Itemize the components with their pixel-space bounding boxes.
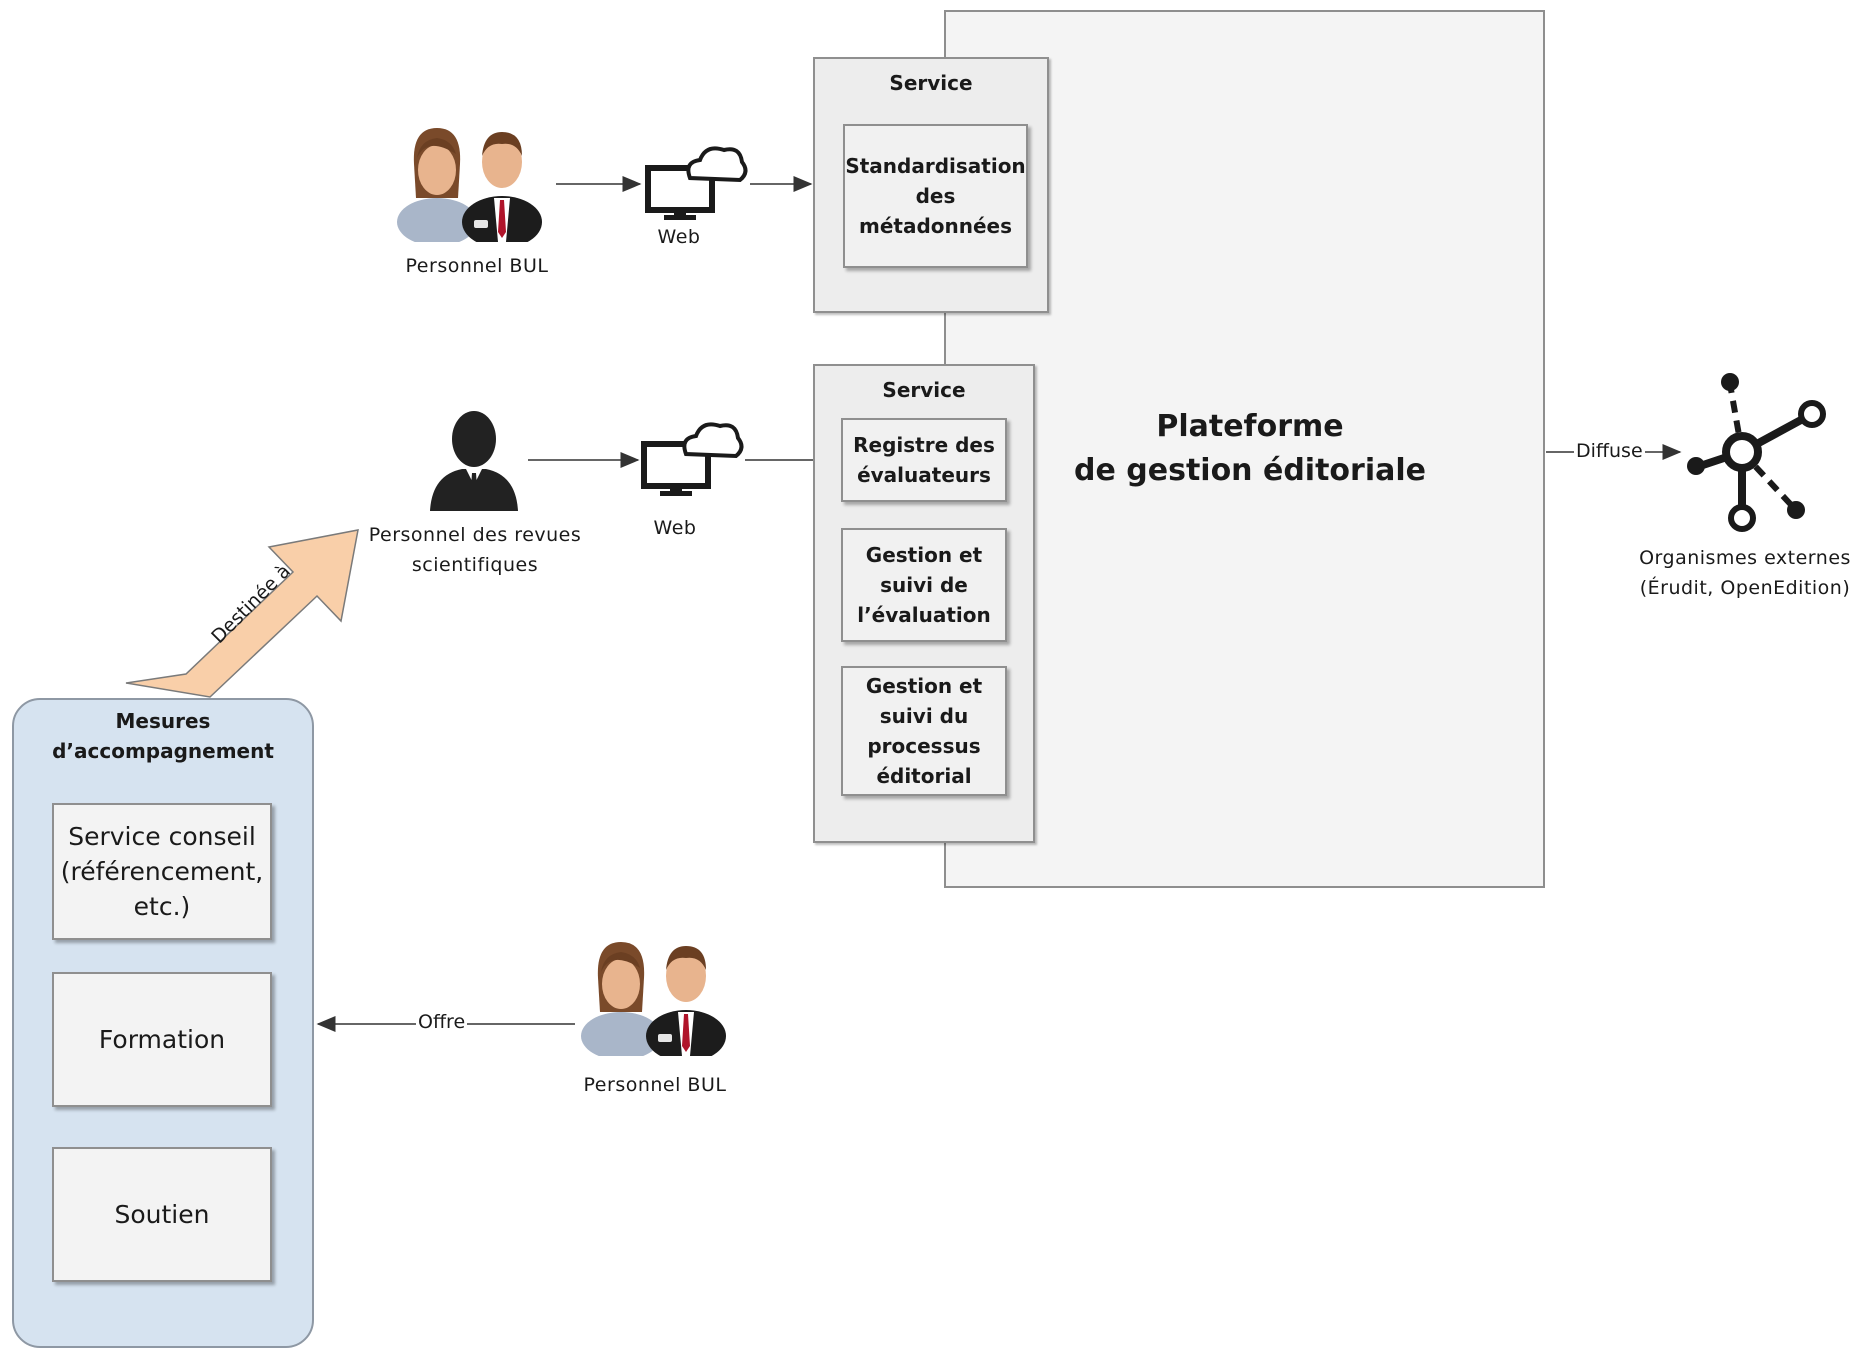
service-item-evaluation: Gestion et suivi de l’évaluation: [841, 528, 1007, 642]
actor-bul-bottom-label: Personnel BUL: [583, 1074, 727, 1096]
support-item-service-conseil: Service conseil (référencement, etc.): [52, 803, 272, 940]
support-item-soutien: Soutien: [52, 1147, 272, 1282]
support-item-formation: Formation: [52, 972, 272, 1107]
service-item-registre: Registre des évaluateurs: [841, 418, 1007, 502]
actor-bul-top-label: Personnel BUL: [405, 255, 549, 277]
destinee-arrow: [125, 529, 359, 698]
web-mid-label: Web: [653, 517, 697, 539]
service-top-title: Service: [889, 71, 973, 95]
edge-label-offre: Offre: [416, 1011, 468, 1033]
service-mid-title: Service: [882, 378, 966, 402]
user-pair-icon: [576, 932, 736, 1062]
user-pair-icon: [392, 118, 552, 248]
platform-title: Plateforme de gestion éditoriale: [1074, 409, 1426, 488]
service-item-processus: Gestion et suivi du processus éditorial: [841, 666, 1007, 796]
actor-externes-label: Organismes externes (Érudit, OpenEdition…: [1639, 547, 1851, 599]
support-measures-title: Mesures d’accompagnement: [52, 709, 274, 763]
web-top-label: Web: [657, 226, 701, 248]
network-hub-icon: [1680, 370, 1840, 540]
platform-box: [944, 10, 1545, 888]
web-cloud-icon: [640, 416, 744, 496]
service-item-standardisation: Standardisation des métadonnées: [843, 124, 1028, 268]
user-silhouette-icon: [426, 405, 522, 511]
actor-revues-label: Personnel des revues scientifiques: [368, 524, 582, 576]
edge-label-diffuse: Diffuse: [1574, 440, 1645, 462]
web-cloud-icon: [644, 140, 748, 220]
